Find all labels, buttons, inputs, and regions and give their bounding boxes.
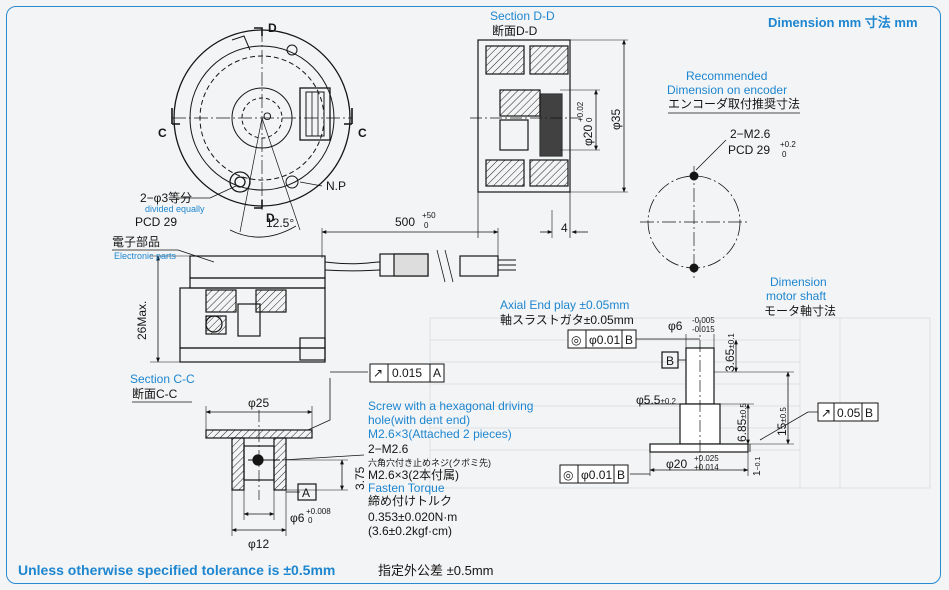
svg-text:0: 0 <box>585 117 594 122</box>
fcf-concentric-b-bottom: ◎ φ0.01 B <box>559 464 629 484</box>
section-dd-phi20: φ20 +0.02 0 <box>576 101 595 146</box>
recommended-pcd-tol-lower: 0 <box>782 150 787 159</box>
torque-title-jp: 締め付けトルク <box>368 493 452 508</box>
datum-b: B <box>666 354 674 368</box>
recommended-title-1: Recommended <box>686 69 767 83</box>
svg-text:↗: ↗ <box>821 406 831 420</box>
torque-kgf: (3.6±0.2kgf·cm) <box>368 524 452 538</box>
cable-length-tol-lower: 0 <box>424 221 429 230</box>
section-dd-title-en: Section D-D <box>490 9 555 23</box>
screw-tap: 2−M2.6 <box>368 442 409 456</box>
shaft-phi5-5: φ5.5±0.2 <box>636 393 677 407</box>
svg-text:↗: ↗ <box>373 366 383 380</box>
section-cc-view <box>205 371 368 536</box>
shaft-phi6-tol-lower: -0.015 <box>692 325 715 334</box>
section-cc-phi6-tol-upper: +0.008 <box>306 507 331 516</box>
section-cc-phi12: φ12 <box>248 537 269 551</box>
shaft-dim-3-65: 3.65±0.1 <box>723 333 737 372</box>
section-dd-title-jp: 断面D-D <box>492 23 538 38</box>
shaft-phi20: φ20 <box>666 457 687 471</box>
side-height: 26Max. <box>135 301 149 340</box>
cable-length: 500 <box>395 215 415 229</box>
datum-a: A <box>302 486 310 500</box>
recommended-pattern <box>640 139 748 278</box>
drawing-frame <box>6 6 941 584</box>
holes-label-jp: 2−φ3等分 <box>140 191 192 205</box>
section-dd-phi35: φ35 <box>609 109 623 130</box>
tolerance-note-en: Unless otherwise specified tolerance is … <box>18 562 335 578</box>
shaft-dim-6-85: 6.85±0.5 <box>735 403 749 442</box>
screw-desc-jp: 六角穴付き止めネジ(クボミ先) <box>368 457 491 468</box>
electronic-parts-en: Electronic parts <box>114 251 177 261</box>
cable-and-side-view <box>112 228 516 363</box>
section-cc-title-jp: 断面C-C <box>132 386 178 401</box>
recommended-title-2: Dimension on encoder <box>667 83 787 97</box>
section-c-label-left: C <box>158 126 167 140</box>
shaft-phi6: φ6 <box>668 319 683 333</box>
encoder-top-view <box>171 27 353 238</box>
fcf-runout-b: ↗ 0.05 B <box>817 402 879 422</box>
section-cc-dim-3-75: 3.75 <box>353 466 367 490</box>
section-d-label-top: D <box>268 21 277 35</box>
svg-text:φ0.01: φ0.01 <box>581 468 612 482</box>
svg-text:+0.02: +0.02 <box>576 101 585 122</box>
units-label: Dimension mm 寸法 mm <box>768 15 918 30</box>
svg-text:φ20: φ20 <box>581 125 595 146</box>
motor-shaft-view <box>630 320 820 476</box>
shaft-dim-15: 15±0.5 <box>775 407 789 436</box>
section-cc-phi25: φ25 <box>248 396 269 410</box>
svg-text:B: B <box>865 406 873 420</box>
center-mark: O <box>263 111 272 123</box>
axial-play-en: Axial End play ±0.05mm <box>500 298 629 312</box>
svg-text:0.05: 0.05 <box>837 406 861 420</box>
motor-shaft-title-jp: モータ軸寸法 <box>764 304 836 318</box>
angle-label: 12.5° <box>266 216 294 230</box>
screw-title-1: Screw with a hexagonal driving <box>368 399 533 413</box>
fcf-runout-a: ↗ 0.015 A <box>369 363 445 383</box>
shaft-phi20-tol-upper: +0.025 <box>694 454 719 463</box>
motor-shaft-title-2: motor shaft <box>766 289 827 303</box>
recommended-pcd-tol-upper: +0.2 <box>780 140 796 149</box>
recommended-pcd: PCD 29 <box>728 143 770 157</box>
recommended-tap: 2−M2.6 <box>730 127 771 141</box>
svg-text:◎: ◎ <box>571 333 581 347</box>
svg-text:0.015: 0.015 <box>392 366 422 380</box>
shaft-phi20-tol-lower: +0.014 <box>694 463 719 472</box>
cable-length-tol-upper: +50 <box>422 211 436 220</box>
section-c-label-right: C <box>358 126 367 140</box>
fcf-concentric-b-top: ◎ φ0.01 B <box>567 329 637 349</box>
section-cc-title-en: Section C-C <box>130 372 195 386</box>
svg-text:A: A <box>433 366 441 380</box>
recommended-title-jp: エンコーダ取付推奨寸法 <box>668 96 800 111</box>
np-label: N.P <box>326 179 346 193</box>
screw-qty-jp: M2.6×3(2本付属) <box>368 468 459 482</box>
torque-title-en: Fasten Torque <box>368 481 445 495</box>
holes-label-en: divided equally <box>145 204 205 214</box>
section-d-label-bottom: D <box>266 211 275 225</box>
svg-text:B: B <box>625 333 633 347</box>
svg-text:◎: ◎ <box>563 468 573 482</box>
motor-shaft-title-1: Dimension <box>770 275 827 289</box>
electronic-parts-jp: 電子部品 <box>112 234 160 249</box>
axial-play-jp: 軸スラストガタ±0.05mm <box>500 313 634 327</box>
screw-title-2: hole(with dent end) <box>368 413 470 427</box>
section-dd-dim-4: 4 <box>561 221 568 235</box>
section-cc-phi6-tol-lower: 0 <box>308 516 313 525</box>
screw-title-3: M2.6×3(Attached 2 pieces) <box>368 427 512 441</box>
svg-text:B: B <box>617 468 625 482</box>
shaft-dim-1: 1−0.1 <box>752 457 763 476</box>
torque-nm: 0.353±0.020N·m <box>368 510 457 524</box>
tolerance-note-jp: 指定外公差 ±0.5mm <box>378 563 493 578</box>
section-dd-view <box>470 39 628 238</box>
shaft-phi6-tol-upper: -0.005 <box>692 316 715 325</box>
svg-text:φ0.01: φ0.01 <box>589 333 620 347</box>
holes-pcd: PCD 29 <box>135 215 177 229</box>
section-cc-phi6: φ6 <box>290 511 305 525</box>
